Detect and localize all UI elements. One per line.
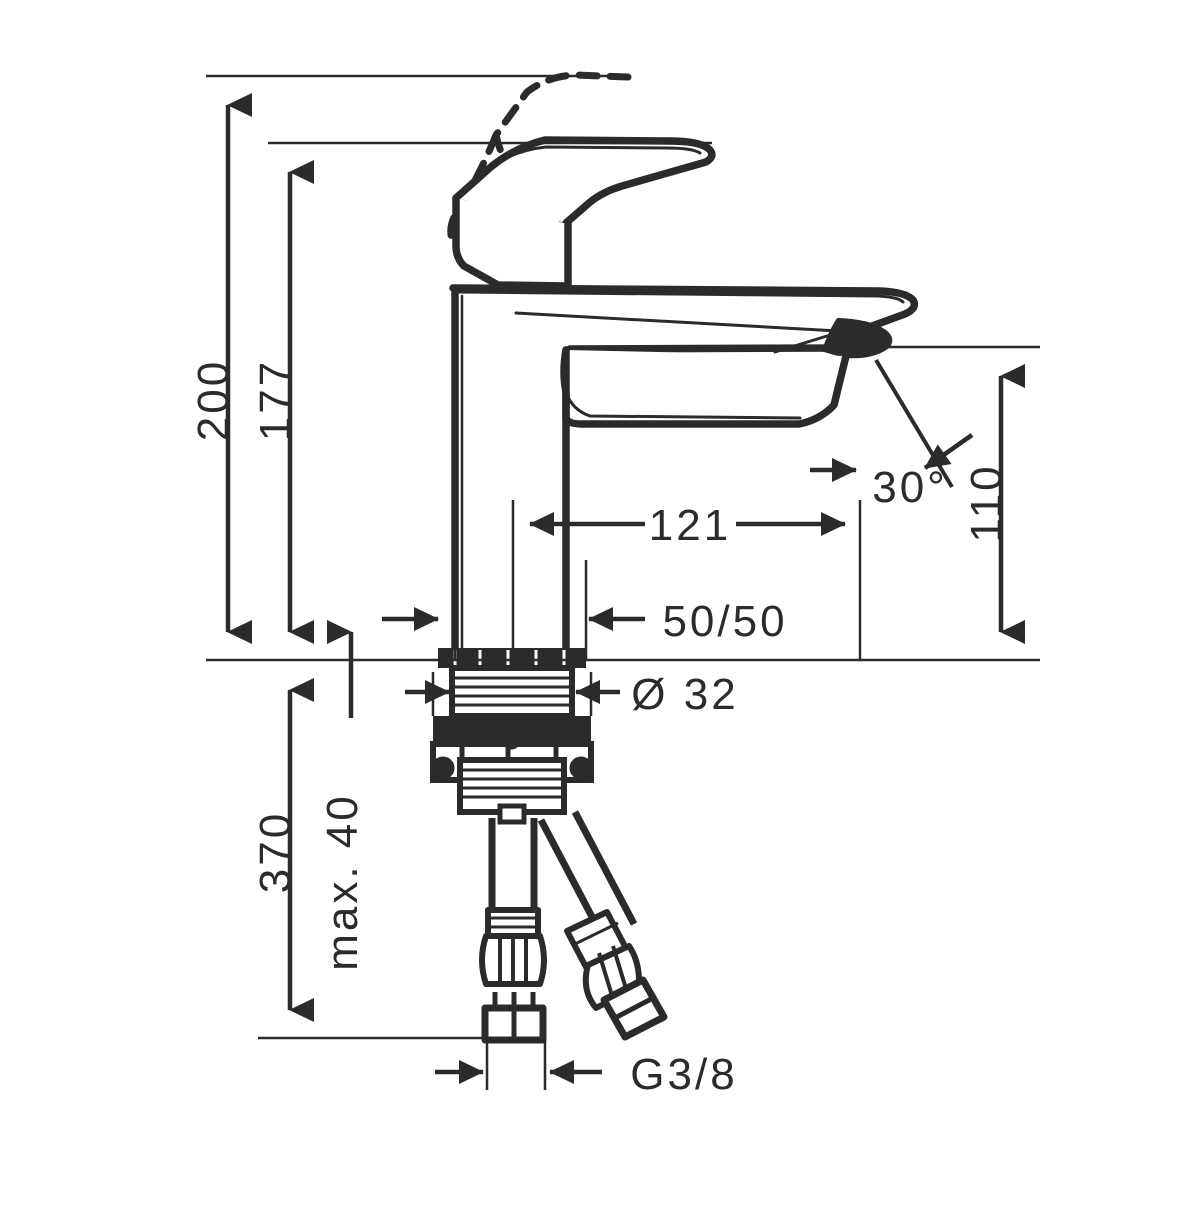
hose-right [537,810,668,1041]
faucet-body-illustration [447,71,919,659]
dimension-labels: 200 177 110 121 30° 50/50 Ø 32 370 max. … [189,359,1011,1099]
label-thread-g38: G3/8 [630,1050,737,1099]
label-height-177: 177 [251,359,300,441]
horizontal-dimensions [382,433,974,1084]
angle-ray-line [874,358,954,489]
swivel-angle-indicator [874,358,954,489]
label-base-width-5050: 50/50 [662,597,787,646]
dimension-line-30deg-right [923,433,974,470]
extension-lines [206,74,1040,1090]
lower-collar [457,757,567,825]
label-hose-length-370: 370 [251,811,300,893]
mounting-hardware [430,648,594,825]
label-base-diameter-32: Ø 32 [631,670,738,719]
spout-outlet [514,311,893,359]
vertical-dimensions [225,93,1025,1022]
label-spout-reach-121: 121 [649,501,731,550]
threaded-shank [449,665,575,719]
label-height-200: 200 [189,359,238,441]
flexible-hoses [479,810,668,1044]
label-spout-height-110: 110 [962,463,1011,542]
spout-underside [560,346,850,428]
lever-handle [452,136,716,290]
label-max-thickness-40: max. 40 [318,793,367,971]
label-swivel-angle-30: 30° [872,463,948,512]
hose-left [479,818,547,1044]
